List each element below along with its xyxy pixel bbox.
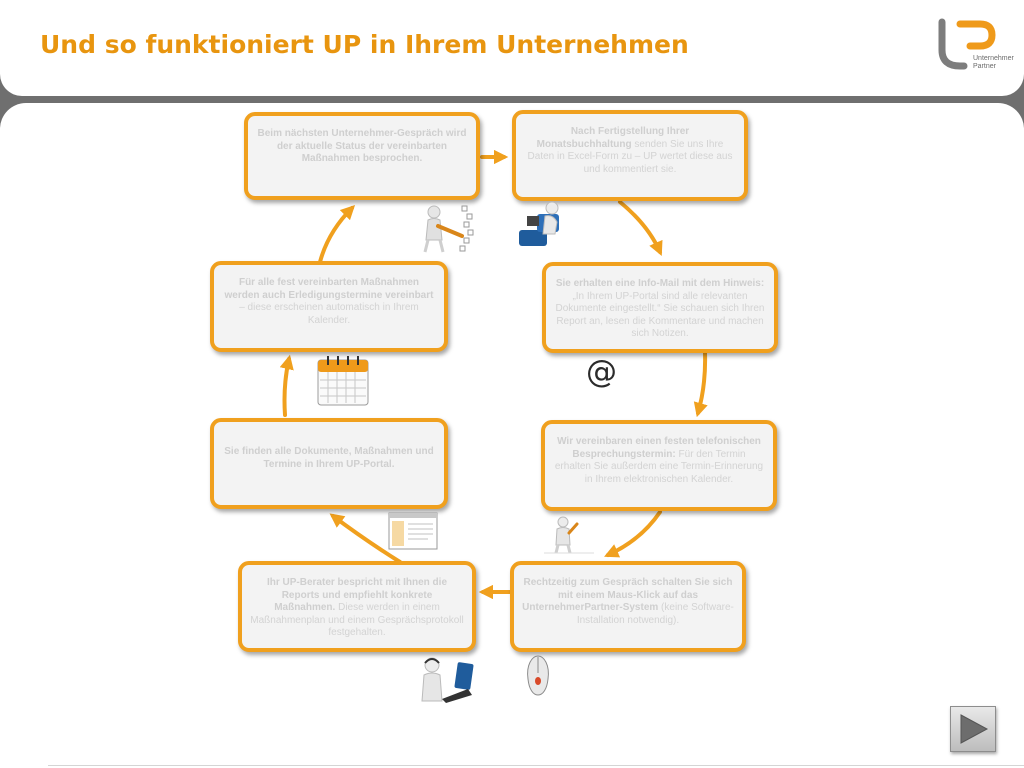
calendar-icon (317, 356, 369, 406)
step-8-text: – diese erscheinen automatisch in Ihrem … (239, 302, 419, 326)
slide-title: Und so funktioniert UP in Ihrem Unterneh… (40, 30, 689, 59)
computer-mouse-icon (527, 655, 549, 696)
email-at-icon: @ (586, 354, 617, 390)
arrow-7-to-8 (279, 354, 294, 417)
document-window-icon (388, 512, 438, 550)
play-arrow-icon (960, 714, 989, 744)
arrow-3-to-4 (693, 351, 708, 418)
step-1-bold: Beim nächsten Unternehmer-Gespräch wird … (257, 128, 467, 164)
step-6-bold: Ihr UP-Berater bespricht mit Ihnen die R… (266, 577, 448, 613)
step-4-bold: Wir vereinbaren einen festen telefonisch… (557, 436, 761, 460)
step-2-text: senden Sie uns Ihre Daten in Excel-Form … (527, 138, 733, 175)
footer-divider (48, 765, 1024, 766)
up-logo-icon (938, 18, 996, 70)
arrow-4-to-5 (604, 510, 662, 558)
step-3-text: „In Ihrem UP-Portal sind alle relevanten… (555, 290, 765, 340)
step-6-text: Diese werden in einem Maßnahmenplan und … (250, 602, 464, 638)
step-5-text: (keine Software-Installation notwendig). (576, 602, 734, 626)
next-slide-button[interactable] (950, 706, 996, 752)
step-6-box: Ihr UP-Berater bespricht mit Ihnen die R… (238, 561, 476, 652)
arrow-2-to-3 (618, 200, 663, 256)
step-2-bold: Nach Fertigstellung Ihrer Monatsbuchhalt… (536, 126, 690, 150)
presenter-with-checklist-icon (423, 205, 474, 253)
header-bar: Und so funktioniert UP in Ihrem Unterneh… (0, 0, 1024, 96)
step-4-box: Wir vereinbaren einen festen telefonisch… (541, 420, 777, 511)
step-7-bold: Sie finden alle Dokumente, Maßnahmen und… (224, 446, 434, 470)
step-5-bold: Rechtzeitig zum Gespräch schalten Sie si… (522, 577, 733, 613)
logo-text: Unternehmer Partner (973, 55, 1014, 71)
arrow-6-to-7 (329, 513, 402, 564)
consultant-with-headset-icon (421, 657, 474, 703)
logo-line-2: Partner (973, 63, 996, 70)
content-panel (0, 103, 1024, 768)
step-1-box: Beim nächsten Unternehmer-Gespräch wird … (244, 112, 480, 200)
step-3-box: Sie erhalten eine Info-Mail mit dem Hinw… (542, 262, 778, 353)
step-8-box: Für alle fest vereinbarten Maßnahmen wer… (210, 261, 448, 352)
step-8-bold: Für alle fest vereinbarten Maßnahmen wer… (224, 277, 434, 301)
person-at-laptop-icon (519, 201, 559, 246)
step-4-text: Für den Termin erhalten Sie außerdem ein… (554, 448, 764, 485)
step-5-box: Rechtzeitig zum Gespräch schalten Sie si… (510, 561, 746, 652)
logo-line-1: Unternehmer (973, 55, 1014, 62)
step-7-box: Sie finden alle Dokumente, Maßnahmen und… (210, 418, 448, 509)
arrow-8-to-1 (318, 204, 356, 264)
person-with-pen-icon (544, 516, 594, 554)
step-2-box: Nach Fertigstellung Ihrer Monatsbuchhalt… (512, 110, 748, 201)
step-3-bold: Sie erhalten eine Info-Mail mit dem Hinw… (555, 278, 765, 289)
